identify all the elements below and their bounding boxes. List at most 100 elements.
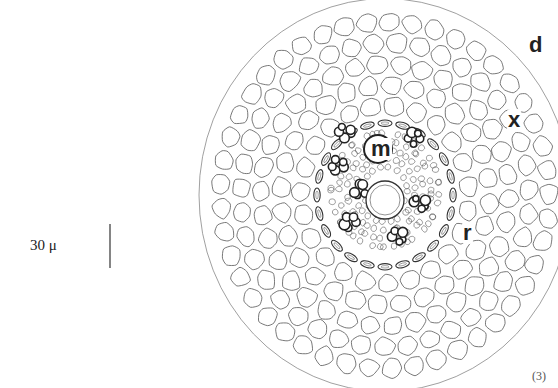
plant-cell [283,271,300,290]
plant-cell [335,263,353,281]
plant-cell [289,308,309,326]
epidermis-outline [199,0,558,388]
plant-cell [258,308,277,326]
plant-cell [390,296,410,313]
plant-cell [393,158,399,164]
plant-cell [346,174,352,180]
endodermis-cell [450,188,456,202]
plant-cell [323,67,344,85]
plant-cell [375,337,396,355]
xylem-cell [413,196,419,202]
plant-cell [420,331,440,348]
vessel-lumen [370,185,400,215]
plant-cell [349,142,355,148]
endodermis-cell [411,251,426,264]
plant-cell [404,81,424,98]
endodermis-lumen [381,122,389,124]
plant-cell [332,209,338,215]
plant-cell [252,108,269,128]
xylem-cell [340,158,347,165]
endodermis-cell [446,169,456,184]
endodermis-lumen [381,266,389,268]
endodermis-lumen [441,227,447,235]
endodermis-lumen [347,254,355,260]
plant-cell [231,267,251,286]
plant-cell [447,30,465,49]
plant-cell [420,261,440,278]
plant-cell [405,313,426,333]
plant-cell [499,190,519,208]
endodermis-cell [360,259,375,269]
plant-cell [391,243,396,249]
plant-cell [461,308,481,326]
plant-cell [342,39,361,57]
plant-cell [393,140,399,146]
plant-cell [427,178,433,184]
xylem-cell [396,239,403,246]
endodermis-lumen [363,123,371,127]
plant-cell [398,336,417,355]
plant-cell [421,226,427,232]
plant-cell [272,203,291,223]
plant-cell [418,145,424,151]
endodermis-cell [426,239,440,253]
plant-cell [254,157,273,177]
part-letter: r [462,222,473,244]
endodermis-lumen [323,227,329,235]
plant-cell [344,181,350,187]
plant-cell [524,114,543,133]
plant-cell [465,277,484,296]
endodermis-lumen [323,155,329,163]
plant-cell [520,203,538,224]
endodermis-lumen [317,172,321,180]
plant-cell [212,175,230,195]
plant-cell [533,231,552,251]
endodermis-cell [314,206,324,221]
endodermis-cell [446,206,456,221]
plant-cell [479,169,497,188]
plant-cell [431,46,451,66]
plant-cell [285,132,303,150]
plant-cell [422,163,428,169]
plant-cell [359,208,365,214]
endodermis-lumen [398,123,406,127]
plant-cell [485,314,505,332]
endodermis-lumen [333,242,340,249]
plant-cell [520,180,538,200]
plant-cell [350,233,356,239]
plant-cell [377,164,383,170]
plant-cell [222,127,240,147]
plant-cell [299,58,319,75]
xylem-cell [338,123,345,130]
plant-cell [356,14,377,32]
plant-cell [533,136,552,156]
plant-cell [525,256,544,274]
plant-cell [435,276,454,294]
plant-cell [346,291,366,309]
plant-cell [359,76,378,95]
endodermis-cell [378,264,392,270]
plant-cell [403,153,409,159]
plant-cell [360,98,380,116]
plant-cell [380,227,386,233]
plant-cell [302,229,321,249]
plant-cell [345,198,352,204]
xylem-cell [331,156,339,164]
plant-cell [414,222,420,228]
plant-cell [360,219,365,226]
endodermis-lumen [398,262,406,266]
xylem-cell [418,205,425,212]
endodermis-lumen [316,191,318,199]
part-letter: m [370,138,392,160]
plant-cell [412,185,418,191]
plant-cell [436,179,441,185]
plant-cell [441,321,461,338]
plant-cell [483,119,503,139]
endodermis-lumen [429,242,436,249]
plant-cell [271,291,290,310]
endodermis-lumen [448,172,452,180]
endodermis-lumen [333,141,340,148]
plant-cell [418,176,425,182]
plant-cell [290,248,309,268]
plant-cell [425,221,431,227]
